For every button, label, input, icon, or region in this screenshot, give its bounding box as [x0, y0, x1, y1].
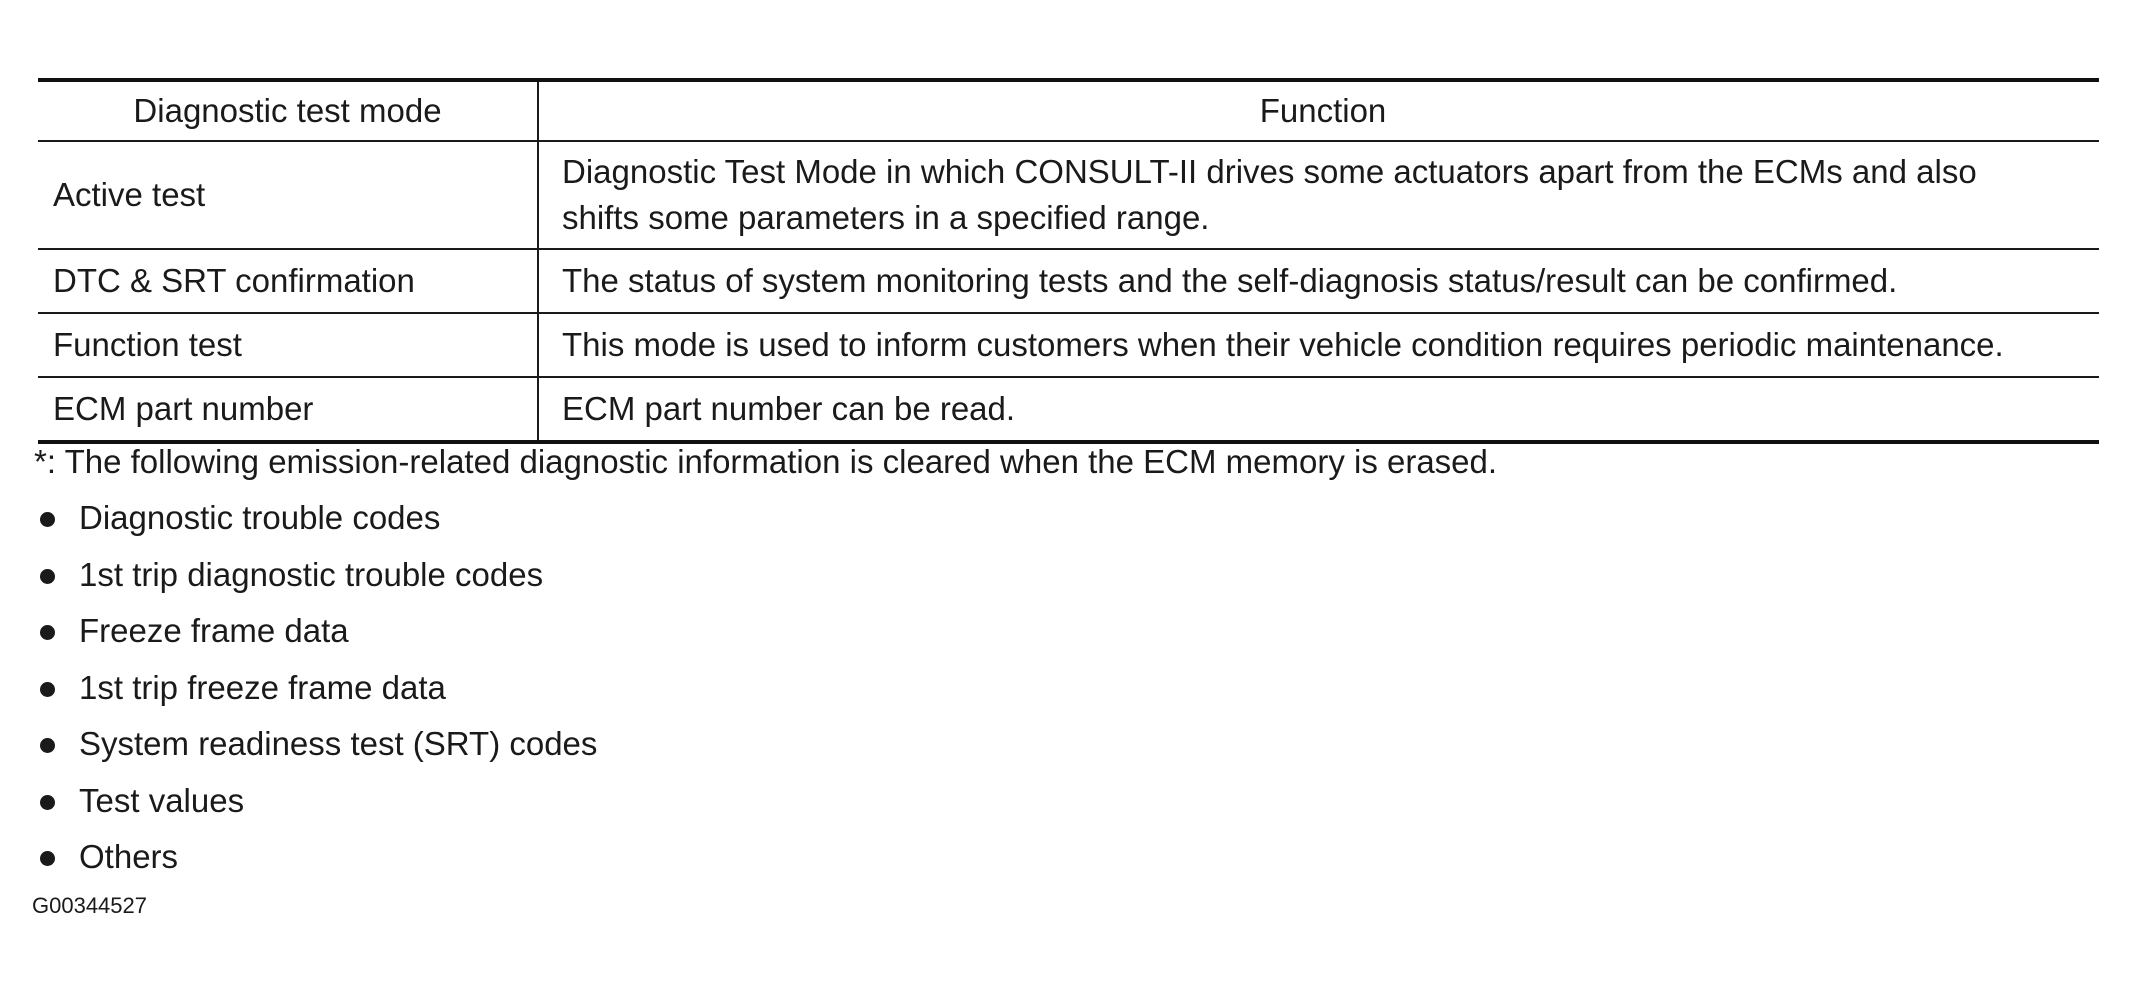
bullet-icon [40, 794, 55, 810]
list-item: 1st trip diagnostic trouble codes [34, 553, 597, 610]
table-row: Function test This mode is used to infor… [38, 313, 2099, 378]
list-item-text: Diagnostic trouble codes [79, 499, 441, 536]
list-item-text: 1st trip diagnostic trouble codes [79, 555, 544, 593]
function-cell: This mode is used to inform customers wh… [538, 313, 2099, 378]
table-row: Active test Diagnostic Test Mode in whic… [38, 141, 2099, 250]
function-line: ECM part number can be read. [562, 390, 1016, 427]
function-line: Diagnostic Test Mode in which CONSULT-II… [562, 153, 1977, 190]
bullet-list: Diagnostic trouble codes 1st trip diagno… [34, 496, 597, 892]
list-item-text: System readiness test (SRT) codes [79, 725, 598, 762]
function-cell: Diagnostic Test Mode in which CONSULT-II… [538, 141, 2099, 250]
list-item: 1st trip freeze frame data [34, 666, 597, 723]
bullet-icon [40, 512, 55, 527]
bullet-icon [40, 681, 55, 697]
list-item-text: Freeze frame data [79, 612, 349, 649]
table-row: ECM part number ECM part number can be r… [38, 377, 2099, 444]
figure-code: G00344527 [32, 893, 147, 918]
mode-cell: Active test [38, 141, 539, 250]
list-item-text: Test values [79, 781, 245, 819]
list-item: Others [34, 835, 597, 892]
list-item-text: Others [79, 838, 179, 875]
bullet-icon [40, 625, 55, 640]
column-header-function: Function [538, 80, 2099, 142]
function-line: The status of system monitoring tests an… [562, 262, 1898, 299]
bullet-icon [40, 568, 55, 584]
function-cell: The status of system monitoring tests an… [538, 249, 2099, 314]
list-item: Freeze frame data [34, 609, 597, 666]
function-line: This mode is used to inform customers wh… [562, 326, 2004, 363]
table-header-row: Diagnostic test mode Function [38, 80, 2099, 142]
bullet-icon [40, 738, 55, 753]
list-item: Test values [34, 779, 597, 836]
function-cell: ECM part number can be read. [538, 377, 2099, 444]
footnote: *: The following emission-related diagno… [34, 443, 1498, 480]
table-row: DTC & SRT confirmation The status of sys… [38, 249, 2099, 314]
mode-cell: ECM part number [38, 377, 539, 444]
bullet-icon [40, 851, 55, 866]
diagnostic-mode-table: Diagnostic test mode Function Active tes… [38, 78, 2099, 444]
list-item: System readiness test (SRT) codes [34, 722, 597, 779]
list-item-text: 1st trip freeze frame data [79, 668, 446, 706]
mode-cell: DTC & SRT confirmation [38, 249, 539, 314]
function-line: shifts some parameters in a specified ra… [562, 199, 1210, 236]
list-item: Diagnostic trouble codes [34, 496, 597, 553]
column-header-mode: Diagnostic test mode [38, 80, 539, 142]
mode-cell: Function test [38, 313, 539, 378]
